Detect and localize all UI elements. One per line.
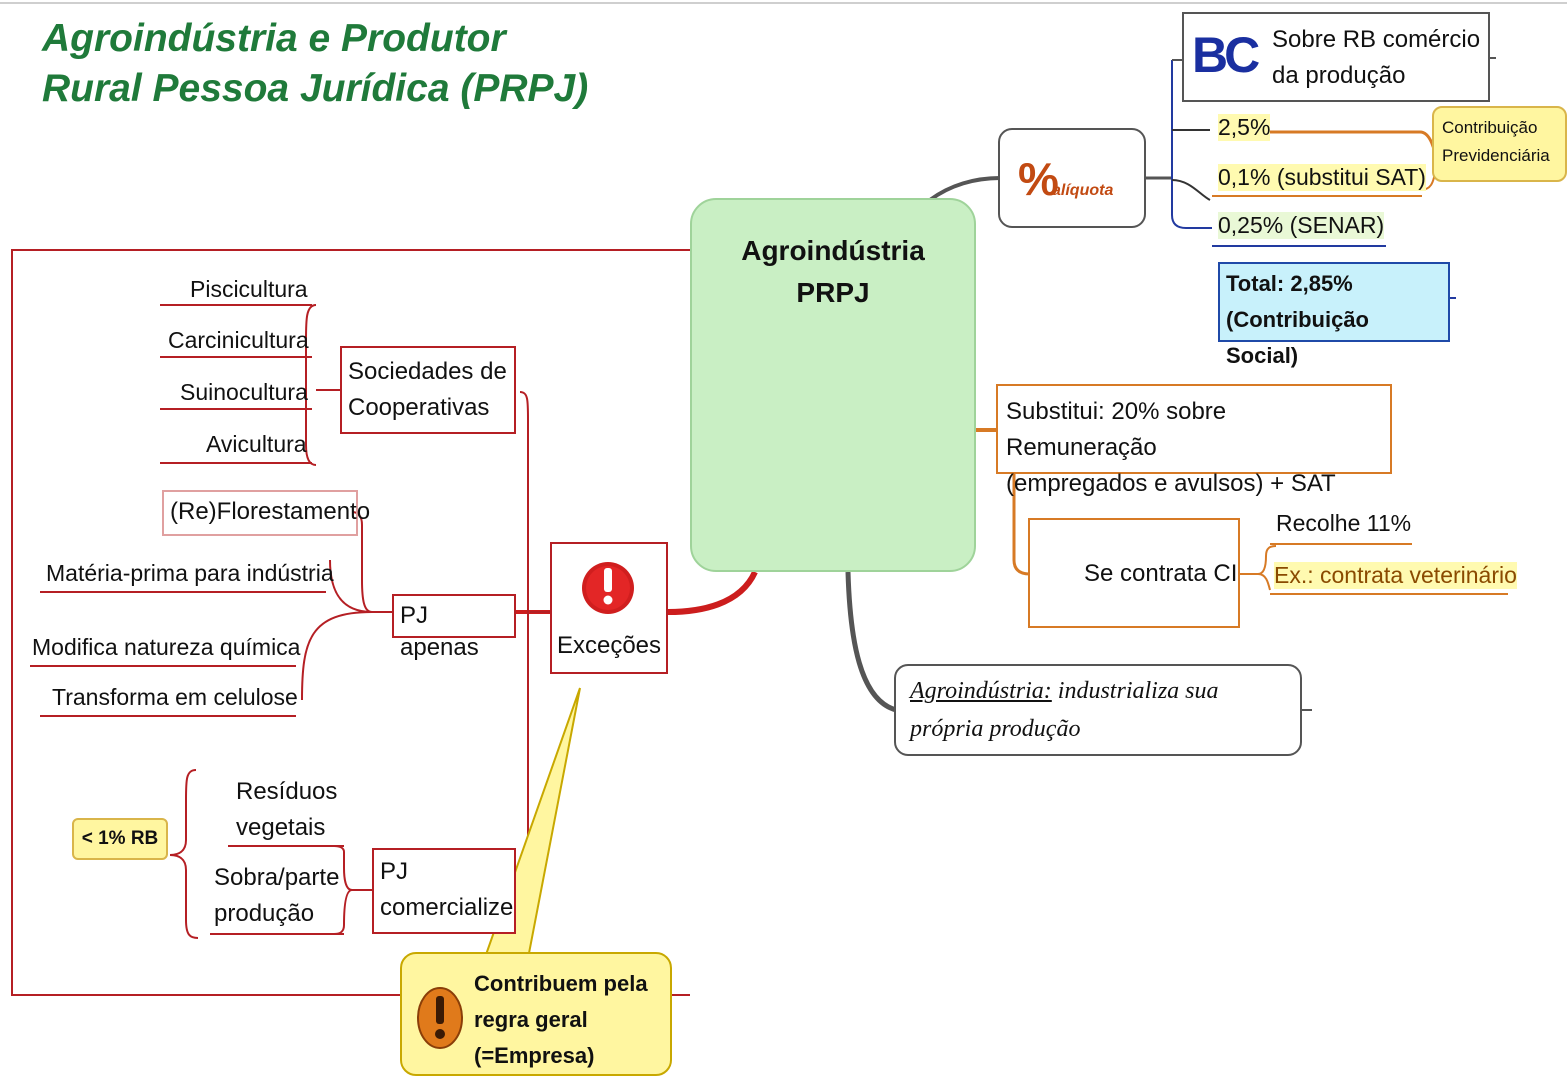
- item-sobra-producao: Sobra/parte produção: [214, 860, 339, 932]
- title-line-1a: Agroindústria: [42, 17, 298, 60]
- badge-label: < 1% RB: [81, 828, 159, 849]
- regra-line-1: Contribuem pela: [474, 971, 648, 996]
- item-transforma-celulose: Transforma em celulose: [52, 684, 298, 710]
- definicao-node[interactable]: Agroindústria: industrializa sua própria…: [894, 664, 1302, 756]
- item-modifica-natureza: Modifica natureza química: [32, 634, 301, 660]
- residuos-line-2: vegetais: [236, 814, 326, 841]
- rate-0-25-senar: 0,25% (SENAR): [1218, 212, 1385, 239]
- item-materia-prima: Matéria-prima para indústria: [46, 560, 334, 586]
- substitui-node[interactable]: Substitui: 20% sobre Remuneração (empreg…: [996, 384, 1392, 497]
- pj-comercialize-node[interactable]: PJ comercialize: [372, 848, 516, 934]
- item-residuos-vegetais: Resíduos vegetais: [236, 774, 337, 846]
- recolhe-11: Recolhe 11%: [1276, 510, 1412, 536]
- alert-burst-icon: [582, 562, 634, 614]
- regra-line-3: (=Empresa): [474, 1043, 595, 1068]
- total-line-2: (Contribuição Social): [1226, 307, 1369, 368]
- definicao-line-2: própria produção: [910, 716, 1081, 742]
- pj-apenas-node[interactable]: PJ apenas: [392, 594, 516, 661]
- item-reflorestamento: (Re)Florestamento: [162, 490, 371, 536]
- callout-line-2: Previdenciária: [1442, 146, 1550, 165]
- cooperativas-node[interactable]: Sociedades de Cooperativas: [340, 346, 516, 434]
- pj-apenas-label: PJ apenas: [400, 602, 479, 662]
- percent-icon: %: [1018, 153, 1059, 205]
- contribuicao-callout: Contribuição Previdenciária: [1432, 106, 1567, 182]
- cooperativas-line-2: Cooperativas: [348, 394, 490, 421]
- bc-line-2: da produção: [1272, 62, 1406, 89]
- aliquota-node[interactable]: % alíquota: [998, 128, 1146, 228]
- excecoes-node[interactable]: Exceções: [550, 542, 668, 674]
- cooperativas-line-1: Sociedades de: [348, 358, 507, 385]
- title-line-2: Rural Pessoa Jurídica (PRPJ): [42, 67, 589, 110]
- substitui-line-1: Substitui: 20% sobre Remuneração: [1006, 398, 1227, 461]
- pj-comercialize-line-1: PJ: [380, 858, 409, 885]
- page-title: Agroindústria e Produtor Rural Pessoa Ju…: [42, 14, 588, 114]
- central-node[interactable]: Agroindústria PRPJ: [690, 198, 976, 572]
- substitui-line-2: (empregados e avulsos) + SAT: [1006, 470, 1336, 497]
- central-title: Agroindústria PRPJ: [692, 230, 974, 314]
- sobra-line-1: Sobra/parte: [214, 864, 340, 891]
- reflorestamento-label: (Re)Florestamento: [170, 498, 371, 525]
- se-contrata-node[interactable]: Se contrata CI: [1028, 518, 1240, 628]
- sobra-line-2: produção: [214, 900, 315, 927]
- regra-line-2: regra geral: [474, 1007, 588, 1032]
- title-line-1b: e Produtor: [297, 17, 506, 60]
- bc-text: Sobre RB comércio da produção: [1272, 22, 1480, 94]
- central-line-2: PRPJ: [796, 277, 870, 308]
- bc-icon: BC: [1192, 27, 1260, 83]
- definicao-line-1: Agroindústria: industrializa sua: [910, 672, 1286, 710]
- se-contrata-label: Se contrata CI: [1084, 560, 1238, 587]
- item-carcinicultura: Carcinicultura: [168, 327, 309, 353]
- bc-line-1: Sobre RB comércio: [1272, 26, 1481, 53]
- central-line-1: Agroindústria: [741, 235, 925, 266]
- residuos-line-1: Resíduos: [236, 778, 338, 805]
- bc-node[interactable]: BC Sobre RB comércio da produção: [1182, 12, 1490, 102]
- pj-comercialize-line-2: comercialize: [380, 894, 514, 921]
- exemplo-veterinario: Ex.: contrata veterinário: [1274, 562, 1517, 589]
- rate-2-5: 2,5%: [1218, 114, 1271, 141]
- definicao-term: Agroindústria:: [910, 678, 1052, 704]
- total-box: Total: 2,85% (Contribuição Social): [1218, 262, 1450, 368]
- total-line-1: Total: 2,85%: [1226, 271, 1353, 296]
- definicao-rest: industrializa sua: [1051, 678, 1219, 704]
- item-suinocultura: Suinocultura: [180, 379, 308, 405]
- aliquota-word: alíquota: [1052, 182, 1114, 199]
- callout-line-1: Contribuição: [1442, 118, 1538, 137]
- item-piscicultura: Piscicultura: [190, 276, 308, 302]
- excecoes-label: Exceções: [556, 632, 662, 659]
- badge-1-percent-rb: < 1% RB: [72, 818, 168, 860]
- regra-geral-callout: Contribuem pela regra geral (=Empresa): [400, 952, 672, 1076]
- item-avicultura: Avicultura: [206, 431, 307, 457]
- rate-0-1-sat: 0,1% (substitui SAT): [1218, 164, 1426, 191]
